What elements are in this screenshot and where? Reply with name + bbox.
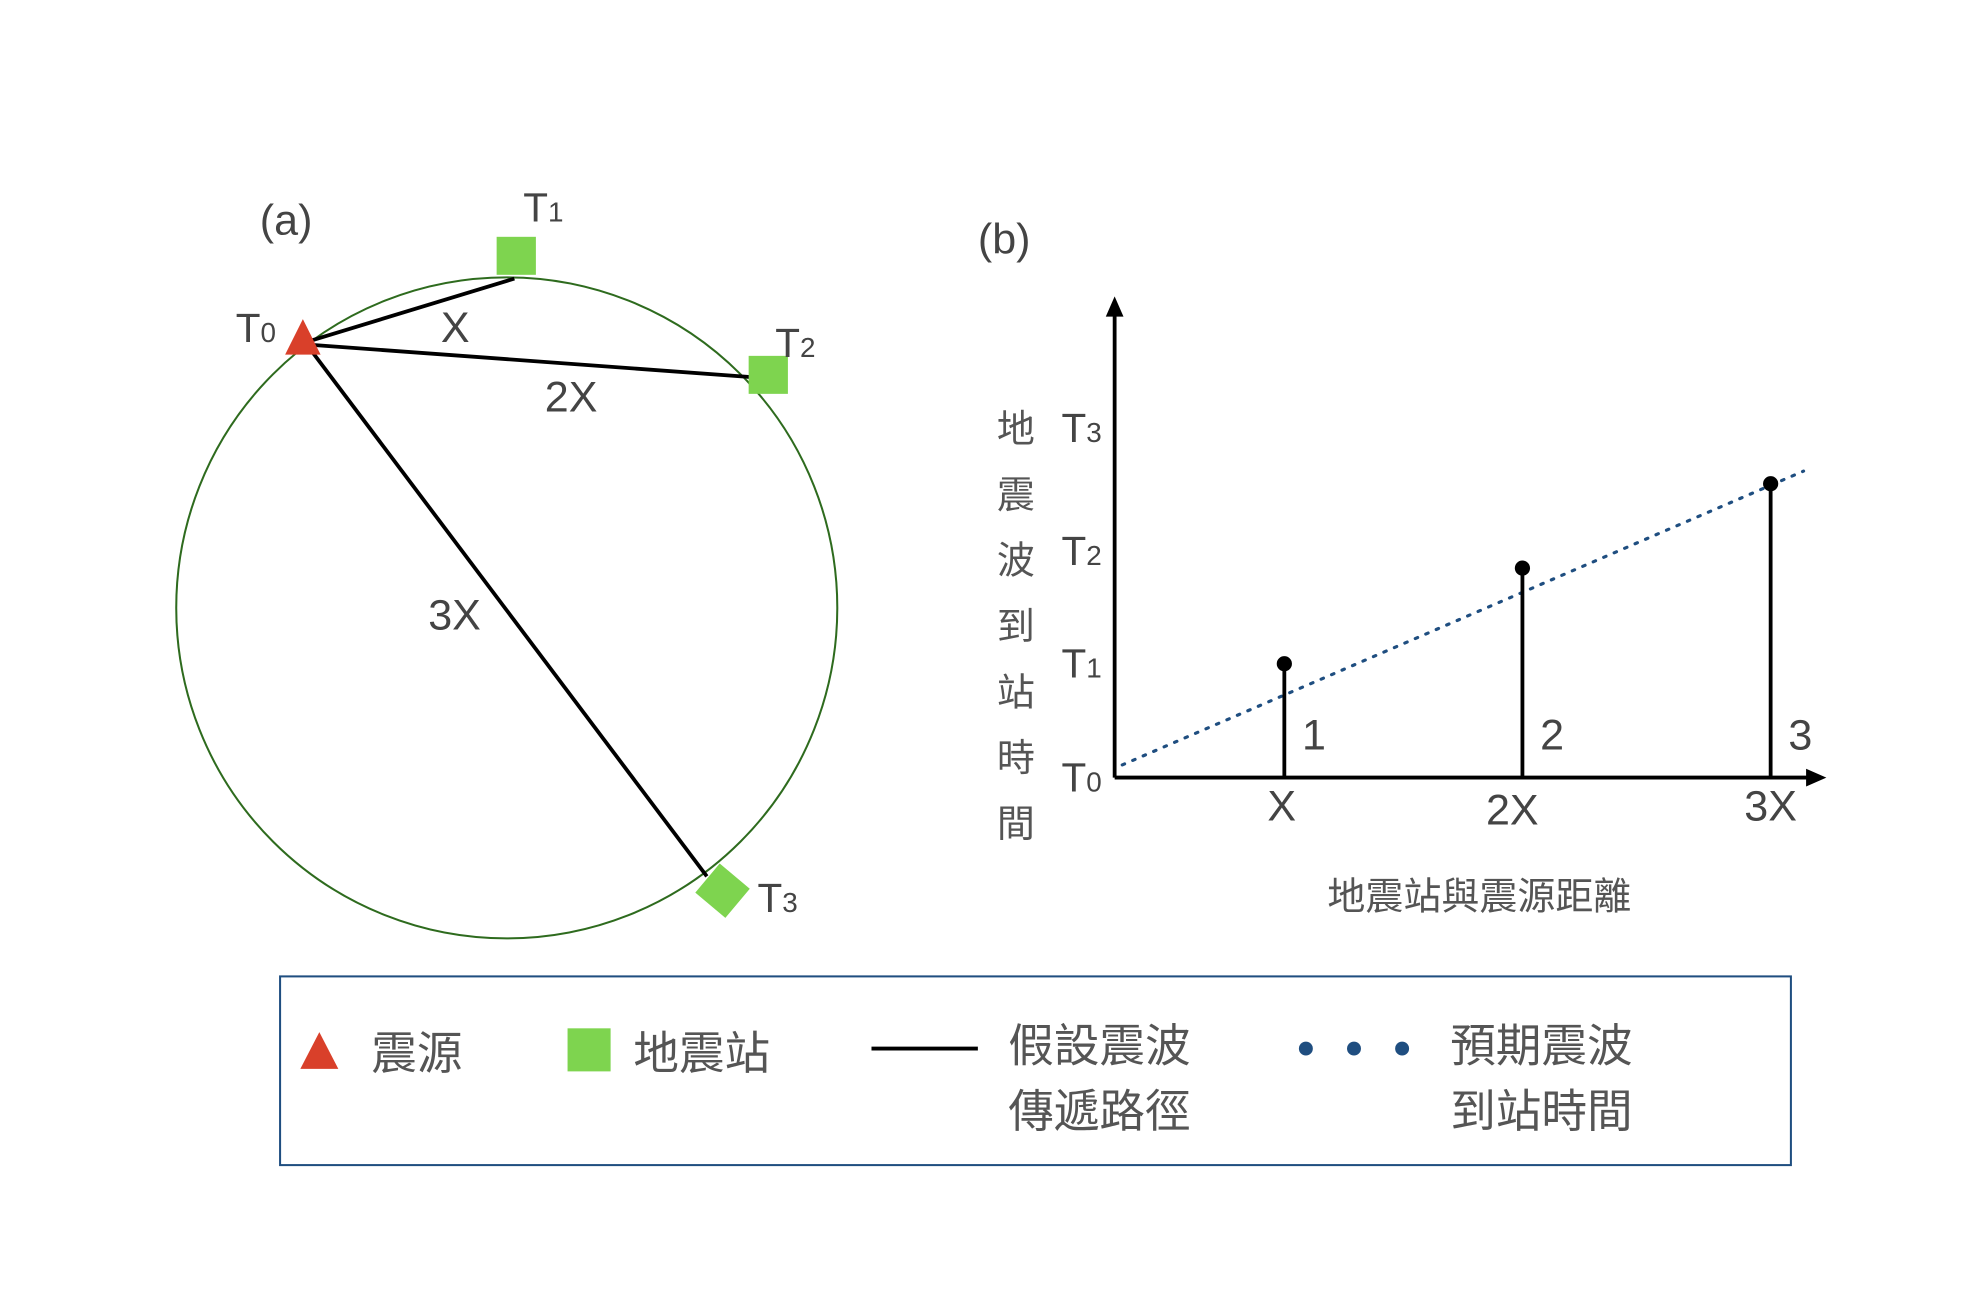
legend-dot-icon <box>1298 1041 1313 1056</box>
path-t3 <box>305 343 709 878</box>
arrival-point-3 <box>1763 476 1779 492</box>
legend-station-label: 地震站 <box>633 1027 770 1080</box>
y-axis-arrow-icon <box>1105 296 1124 317</box>
legend-dot-icon <box>1395 1041 1410 1056</box>
svg-text:站: 站 <box>997 670 1035 714</box>
legend: 震源 地震站 假設震波 傳遞路徑 預期震波 到站時間 <box>279 975 1792 1167</box>
station-t3-icon <box>695 863 750 918</box>
legend-source-label: 震源 <box>371 1027 462 1080</box>
svg-text:震: 震 <box>997 473 1035 517</box>
station-t1-icon <box>496 236 536 275</box>
svg-text:時: 時 <box>997 736 1035 780</box>
distance-x: X <box>441 304 470 352</box>
x-axis-arrow-icon <box>1806 768 1827 787</box>
x-tick-x: X <box>1267 783 1296 831</box>
t1-label: T1 <box>523 185 563 231</box>
station-t2-icon <box>748 355 788 394</box>
svg-text:到: 到 <box>997 605 1035 649</box>
arrival-point-2 <box>1514 560 1531 576</box>
legend-source-icon <box>300 1032 339 1069</box>
x-axis-title: 地震站與震源距離 <box>1327 874 1631 918</box>
source-label: T0 <box>236 305 276 351</box>
legend-expected-label-1: 預期震波 <box>1450 1019 1632 1072</box>
distance-2x: 2X <box>545 374 598 422</box>
path-t2 <box>306 342 756 380</box>
panel-a-label: (a) <box>260 196 313 244</box>
panel-b: (b) 1 2 3 地 震 波 到 站 時 間 T0 T1 T2 T3 X 2X 3… <box>978 215 1827 918</box>
y-tick-t1: T1 <box>1061 641 1101 687</box>
svg-text:間: 間 <box>997 802 1035 846</box>
x-tick-2x: 2X <box>1486 786 1539 834</box>
svg-text:地: 地 <box>997 407 1035 451</box>
legend-dot-icon <box>1347 1041 1361 1056</box>
legend-station-icon <box>567 1028 611 1072</box>
svg-text:波: 波 <box>997 539 1035 583</box>
point-label-3: 3 <box>1788 712 1812 760</box>
path-t1 <box>306 276 515 344</box>
arrival-point-1 <box>1276 656 1292 672</box>
y-tick-t0: T0 <box>1061 755 1101 801</box>
expected-arrival-line <box>1120 469 1806 767</box>
y-tick-t3: T3 <box>1061 405 1101 451</box>
point-label-1: 1 <box>1302 712 1326 760</box>
t2-label: T2 <box>775 320 815 366</box>
panel-b-label: (b) <box>978 215 1031 263</box>
epicenter-triangle-icon <box>285 319 321 355</box>
legend-path-label-1: 假設震波 <box>1008 1019 1190 1072</box>
panel-a: (a) T0 T1 T2 T3 X 2X 3X <box>175 185 839 940</box>
t3-label: T3 <box>758 875 798 921</box>
legend-path-label-2: 傳遞路徑 <box>1008 1085 1190 1138</box>
legend-expected-label-2: 到站時間 <box>1450 1085 1632 1138</box>
distance-3x: 3X <box>428 591 481 639</box>
legend-box <box>279 975 1792 1167</box>
x-tick-3x: 3X <box>1744 783 1797 831</box>
wave-circle <box>175 276 839 940</box>
y-axis-title: 地 震 波 到 站 時 間 <box>997 407 1035 846</box>
y-tick-t2: T2 <box>1061 528 1101 574</box>
point-label-2: 2 <box>1540 712 1564 760</box>
